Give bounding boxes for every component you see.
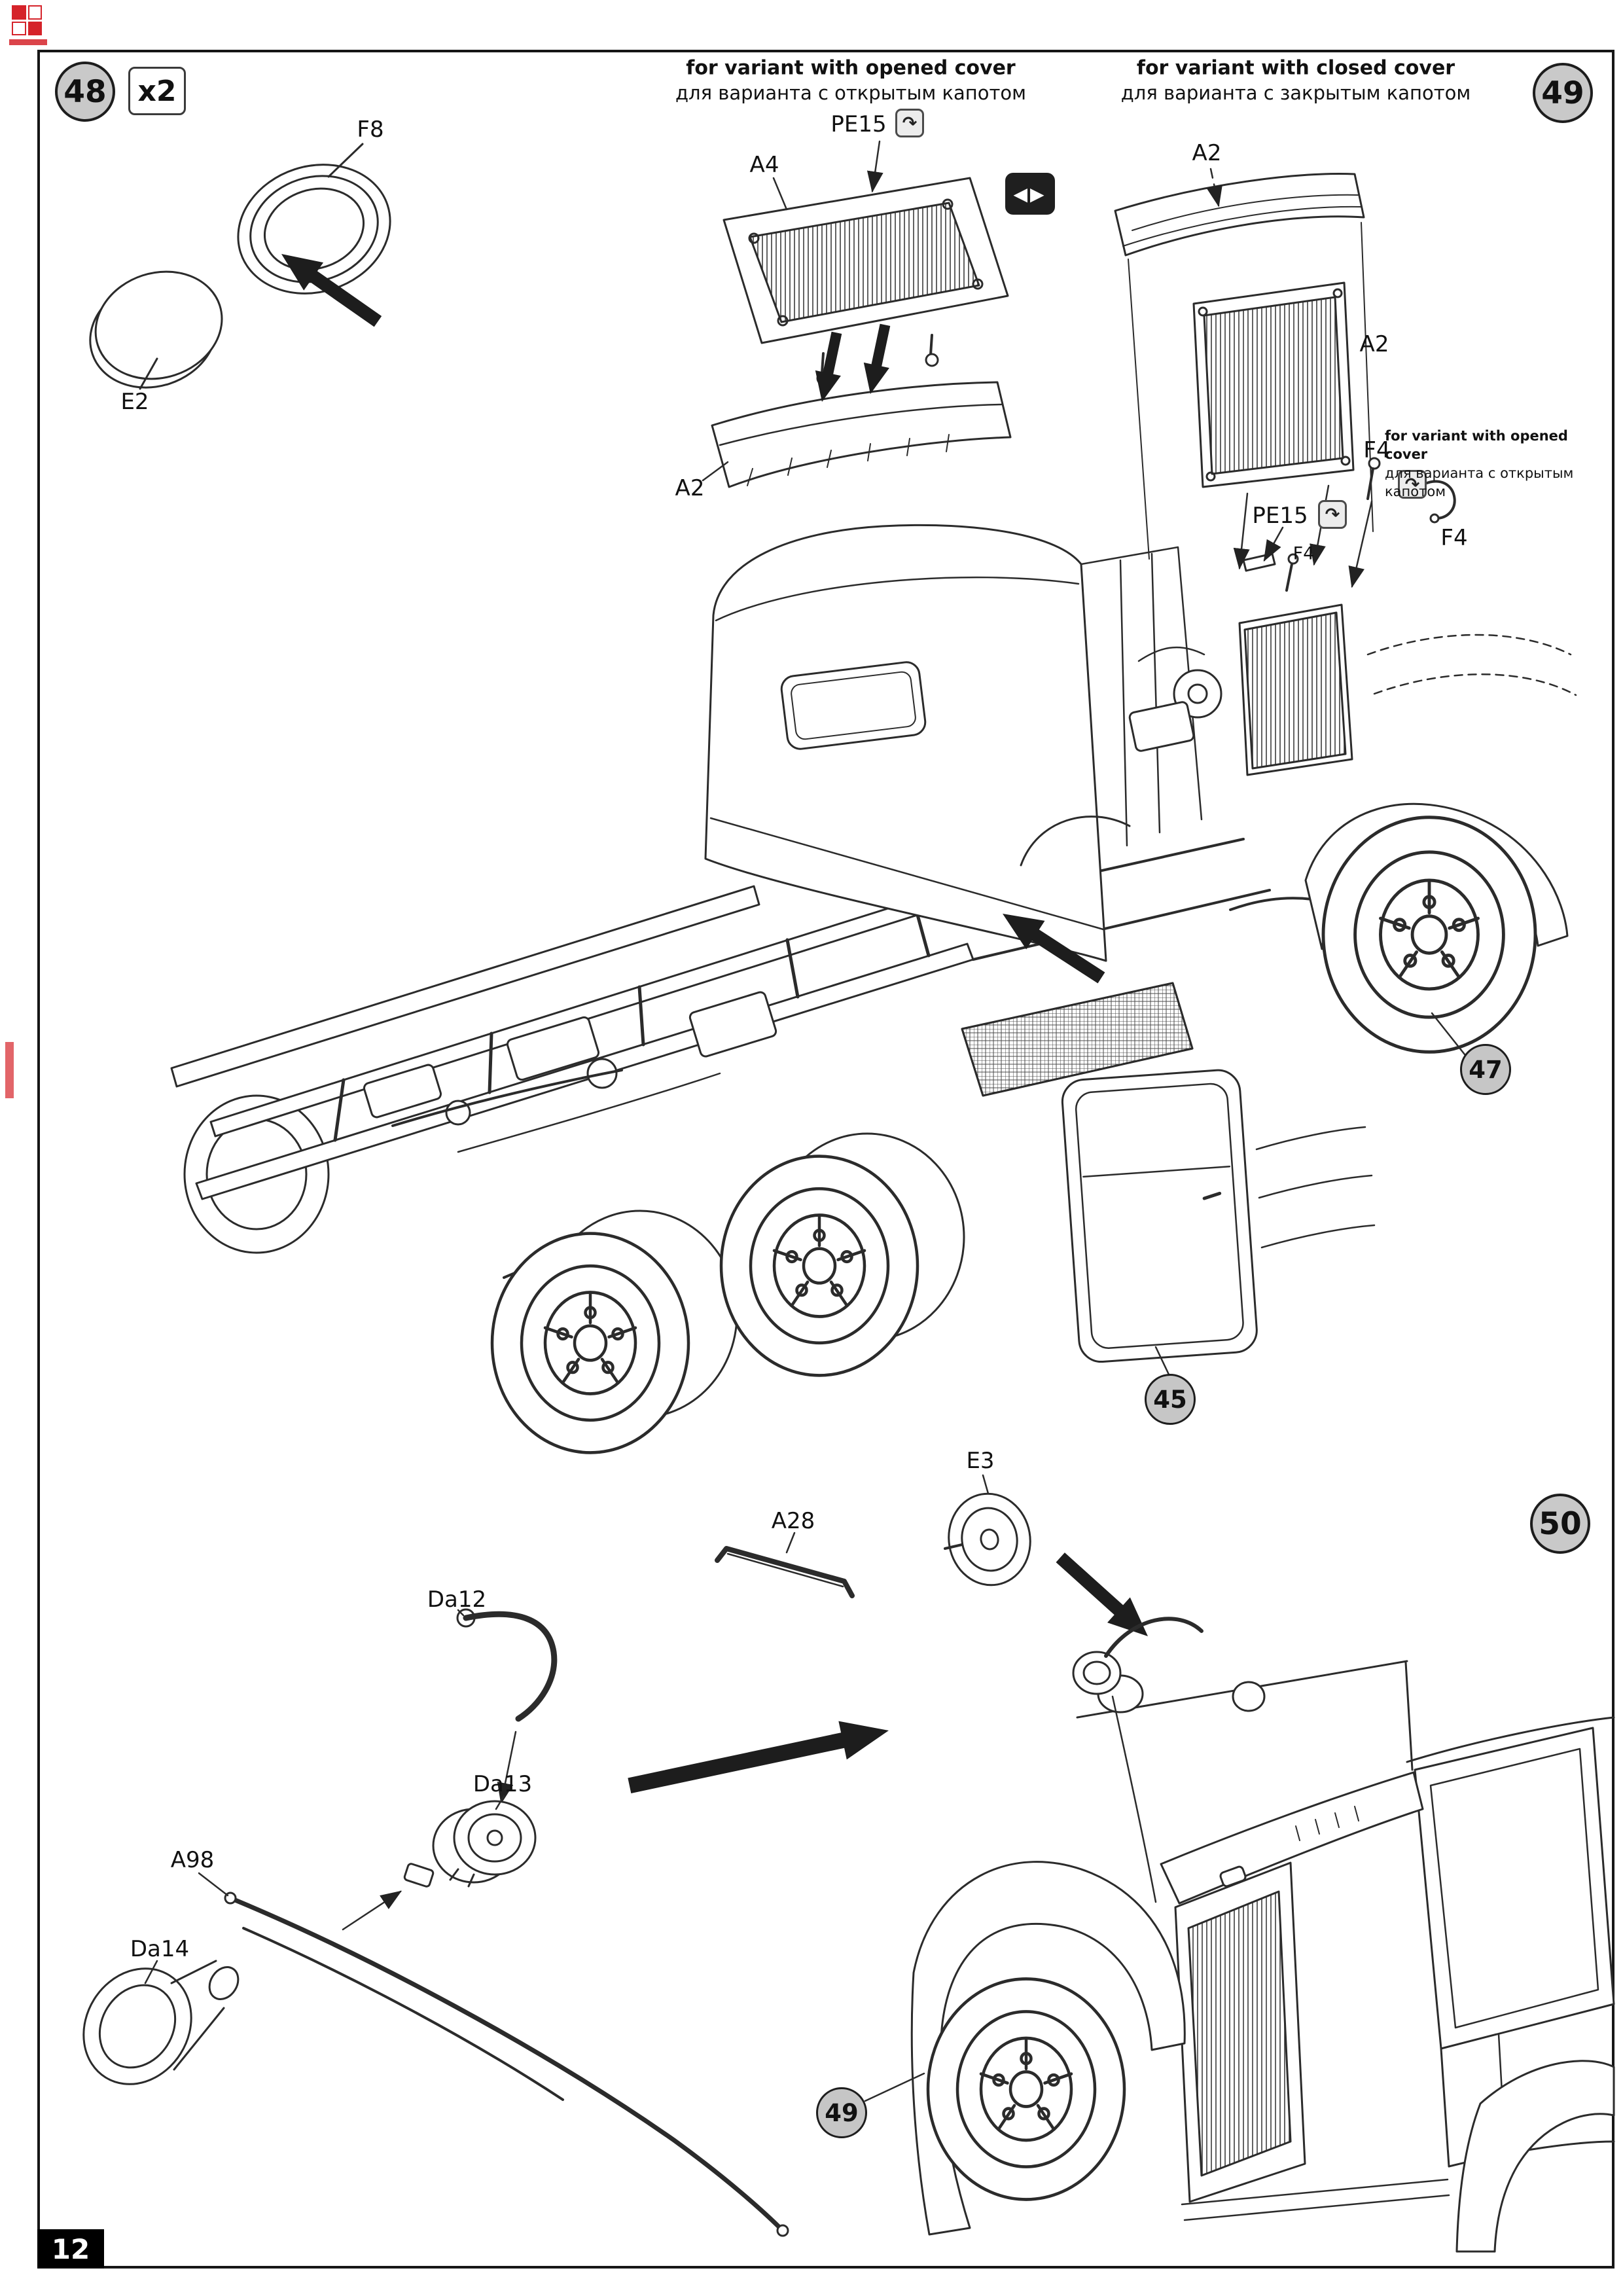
part-label-da13: Da13 [473, 1771, 533, 1797]
part-label-pe15-engine: PE15 [1252, 503, 1308, 529]
side-note-opened-cover: for variant with opened cover для вариан… [1385, 427, 1613, 501]
main-chassis-drawing [170, 524, 1577, 1452]
part-label-f8: F8 [357, 117, 384, 143]
note-closed-cover-en: for variant with closed cover [1136, 56, 1455, 80]
step50-horn-parts-drawing [82, 1474, 1148, 2237]
callout-47: 47 [1460, 1044, 1511, 1095]
site-watermark-logo [12, 5, 42, 35]
side-note-opened-cover-ru: для варианта с открытым капотом [1385, 465, 1574, 500]
note-opened-cover-ru: для варианта с открытым капотом [675, 82, 1026, 104]
note-closed-cover-ru: для варианта с закрытым капотом [1120, 82, 1471, 104]
part-label-a2-cowl: A2 [675, 475, 705, 501]
part-label-a4: A4 [749, 152, 779, 178]
part-label-pe15-top: PE15 [830, 111, 887, 137]
bend-pe-icon: ↷ [1398, 470, 1427, 499]
callout-45: 45 [1145, 1374, 1196, 1425]
step50-truck-front-drawing [864, 1617, 1615, 2253]
step-badge-48: 48 [55, 62, 115, 122]
part-label-da14: Da14 [130, 1936, 190, 1962]
step-badge-49: 49 [1533, 63, 1593, 123]
part-label-f4-pin: F4 [1363, 437, 1391, 463]
step-badge-50: 50 [1530, 1494, 1590, 1554]
part-label-e2: E2 [120, 389, 149, 415]
part-label-da12: Da12 [427, 1587, 487, 1613]
step49-open-hood-drawing [702, 140, 1012, 488]
bend-pe-icon: ↷ [1318, 500, 1347, 529]
step48-tire-and-cover-drawing [89, 143, 391, 390]
site-watermark-bar [9, 39, 47, 45]
site-watermark-side [5, 1042, 14, 1098]
side-note-opened-cover-en: for variant with opened cover [1385, 428, 1568, 463]
part-label-a98: A98 [170, 1847, 215, 1873]
part-label-e3: E3 [966, 1448, 995, 1474]
part-label-a2-hood: A2 [1192, 140, 1222, 166]
part-label-f4-hook: F4 [1440, 525, 1468, 551]
part-label-a28: A28 [771, 1508, 815, 1534]
multiplier-x2: x2 [128, 67, 186, 115]
callout-49: 49 [816, 2087, 867, 2138]
step49-closed-hood-drawing [1114, 168, 1456, 592]
flip-variant-icon: ◀▶ [1005, 173, 1055, 215]
part-label-f4-small: F4 [1293, 543, 1315, 564]
bend-pe-icon: ↷ [895, 109, 924, 137]
page-number: 12 [37, 2229, 104, 2269]
part-label-a2-grille: A2 [1359, 331, 1389, 357]
note-opened-cover-en: for variant with opened cover [686, 56, 1016, 80]
